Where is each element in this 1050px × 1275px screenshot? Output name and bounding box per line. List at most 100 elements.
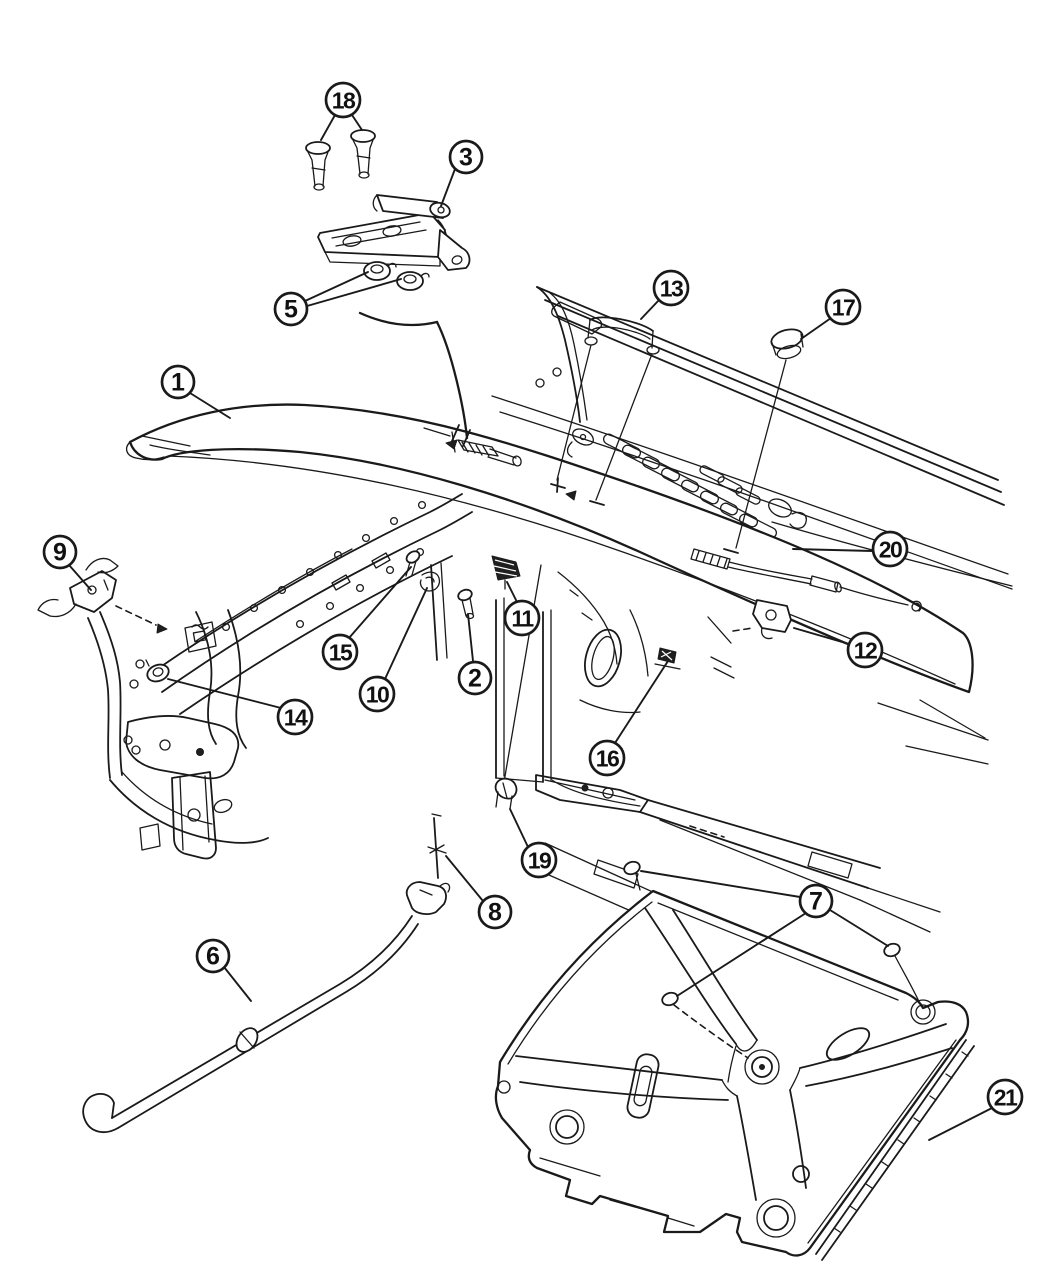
callout-6-leader (223, 966, 252, 1002)
hood-release-cable-art (690, 548, 922, 612)
pad-pins-art (623, 860, 922, 1059)
hood-hinge-art (317, 194, 471, 271)
callout-17-number: 17 (832, 295, 855, 321)
callout-3-bubble[interactable] (448, 139, 484, 175)
callout-7-number: 7 (809, 888, 823, 916)
callout-5[interactable]: 5 (273, 271, 402, 327)
callout-10-leader (384, 587, 428, 680)
callout-15-bubble[interactable] (321, 633, 359, 671)
callout-11[interactable]: 11 (503, 581, 541, 637)
callout-17[interactable]: 17 (800, 288, 862, 340)
prop-rod-art (82, 881, 451, 1134)
callout-6-bubble[interactable] (195, 938, 231, 974)
callout-7-leader (829, 909, 889, 947)
j-clip-10-art (419, 571, 441, 592)
hood-latch-art (732, 599, 792, 640)
callout-21-number: 21 (994, 1085, 1018, 1111)
callout-18-number: 18 (332, 88, 356, 114)
plug-art (770, 328, 804, 360)
callout-13[interactable]: 13 (640, 269, 690, 320)
projection-lines-art (358, 311, 787, 789)
bolt-2-art (457, 588, 475, 620)
callout-8-bubble[interactable] (477, 894, 513, 930)
callout-9-leader (68, 564, 92, 591)
callout-9-number: 9 (53, 539, 67, 567)
callout-12[interactable]: 12 (793, 627, 884, 669)
callout-14-leader (167, 678, 282, 709)
callout-7[interactable]: 7 (640, 870, 889, 997)
callout-8[interactable]: 8 (445, 855, 513, 930)
callout-18-leader (320, 114, 336, 141)
callout-18[interactable]: 18 (320, 81, 363, 141)
cowl-bracket-art (584, 316, 660, 355)
callout-20[interactable]: 20 (792, 530, 909, 568)
callout-12-bubble[interactable] (846, 631, 884, 669)
callout-1-leader (189, 392, 231, 419)
callout-16[interactable]: 16 (588, 660, 669, 777)
silencer-pad-art (494, 889, 975, 1261)
grommet-11-art (491, 555, 521, 590)
callout-10-bubble[interactable] (358, 675, 396, 713)
callout-14-bubble[interactable] (276, 698, 314, 736)
callout-19-number: 19 (528, 848, 551, 874)
bolt-15-art (405, 550, 421, 577)
callout-5-number: 5 (284, 296, 298, 324)
cowl-grille-art (566, 428, 1013, 587)
callout-16-number: 16 (596, 746, 619, 772)
callout-6-number: 6 (206, 943, 220, 971)
callout-20-number: 20 (879, 537, 902, 563)
pin-16-art (654, 647, 681, 670)
callout-20-leader (792, 548, 874, 552)
callout-11-leader (506, 581, 518, 603)
callout-5-leader (304, 271, 369, 302)
callout-6[interactable]: 6 (195, 938, 252, 1002)
callout-2[interactable]: 2 (457, 613, 493, 696)
safety-catch-art (37, 557, 168, 634)
callout-17-bubble[interactable] (824, 288, 862, 326)
grommet-14-art (145, 659, 170, 683)
callout-1-number: 1 (171, 369, 185, 397)
callout-21[interactable]: 21 (928, 1078, 1024, 1141)
callout-13-number: 13 (660, 276, 683, 302)
callout-21-bubble[interactable] (986, 1078, 1024, 1116)
push-pin-art (427, 813, 447, 879)
callout-2-bubble[interactable] (457, 660, 493, 696)
callout-8-number: 8 (488, 899, 502, 927)
callout-13-bubble[interactable] (652, 269, 690, 307)
callout-13-leader (640, 299, 660, 320)
callout-12-number: 12 (854, 638, 877, 664)
callout-14[interactable]: 14 (167, 678, 314, 736)
callout-18-bubble[interactable] (324, 81, 362, 119)
callout-3-leader (440, 168, 456, 207)
callout-1-bubble[interactable] (160, 364, 196, 400)
callout-3-number: 3 (459, 144, 473, 172)
callout-16-bubble[interactable] (588, 739, 626, 777)
callout-1[interactable]: 1 (160, 364, 231, 419)
callout-20-bubble[interactable] (871, 530, 909, 568)
callout-19-bubble[interactable] (520, 841, 558, 879)
callout-8-leader (445, 855, 484, 902)
windshield-frame-art (491, 286, 1013, 590)
callout-15-number: 15 (329, 640, 353, 666)
callout-16-leader (614, 660, 669, 744)
callout-17-leader (800, 317, 832, 340)
callout-3[interactable]: 3 (440, 139, 484, 207)
callout-7-bubble[interactable] (798, 883, 834, 919)
callout-12-leader (793, 627, 850, 645)
callout-10[interactable]: 10 (358, 587, 428, 713)
hinge-bolts-art (305, 129, 376, 191)
callout-5-bubble[interactable] (273, 291, 309, 327)
callout-19[interactable]: 19 (509, 808, 558, 879)
hinge-nuts-art (363, 261, 430, 291)
callout-21-leader (928, 1107, 993, 1141)
callout-15[interactable]: 15 (321, 566, 412, 671)
callout-19-leader (509, 808, 529, 848)
callout-9[interactable]: 9 (42, 534, 92, 591)
hood-panel-art (125, 403, 974, 694)
callout-9-bubble[interactable] (42, 534, 78, 570)
callout-11-bubble[interactable] (503, 599, 541, 637)
clip-19-art (494, 777, 518, 810)
